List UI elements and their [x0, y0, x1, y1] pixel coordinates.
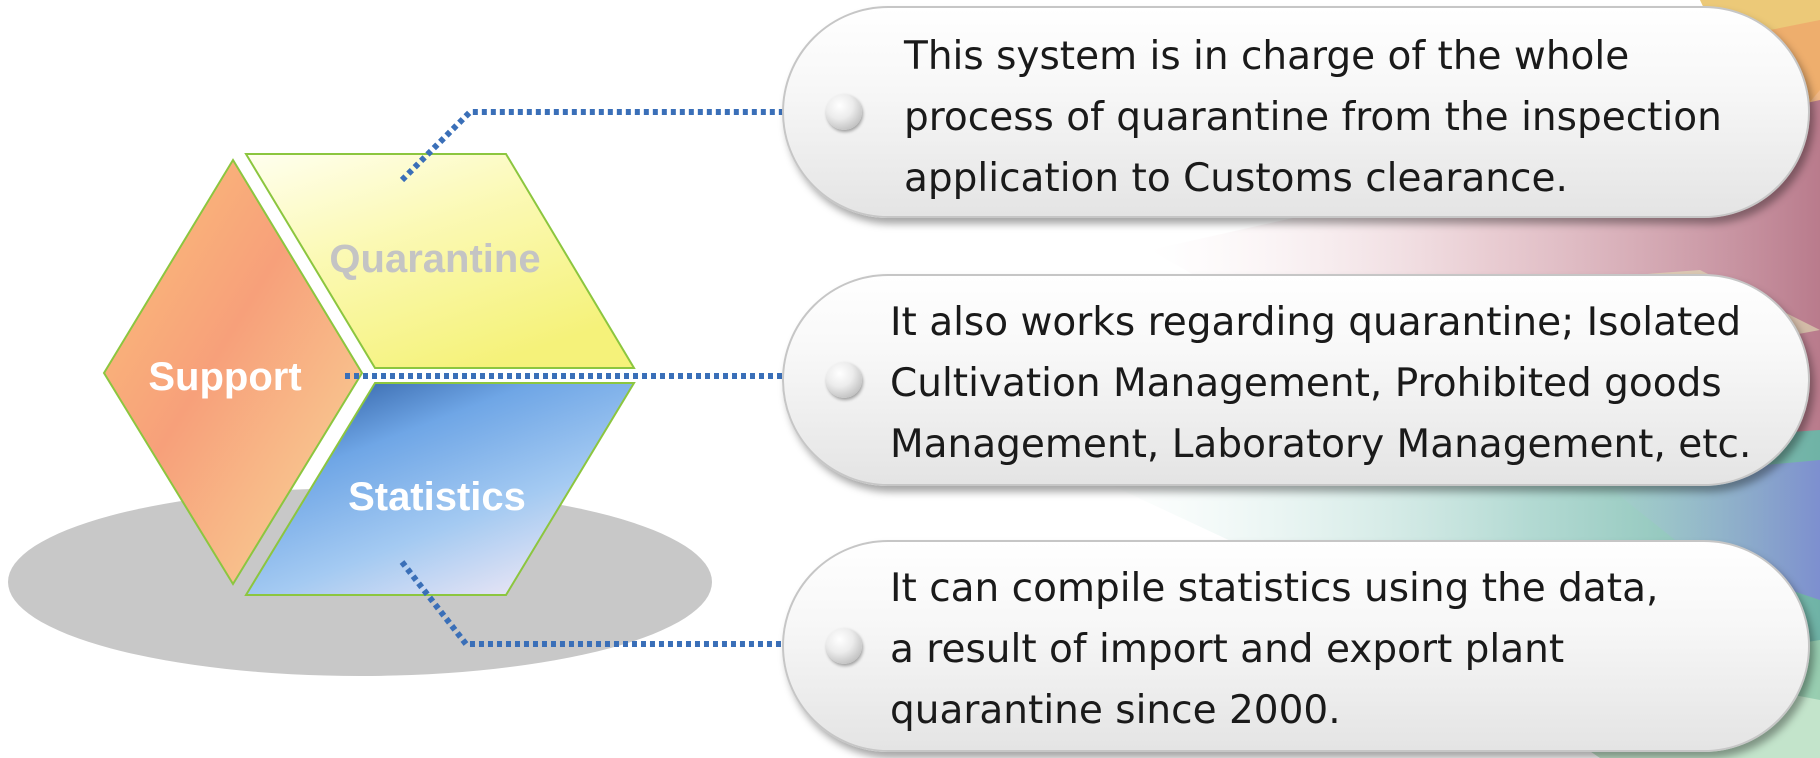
callout-support-text: It also works regarding quarantine; Isol… — [890, 292, 1751, 475]
callout-support-line-3: Management, Laboratory Management, etc. — [890, 422, 1752, 467]
callout-statistics-text: It can compile statistics using the data… — [890, 558, 1658, 741]
support-label: Support — [148, 355, 301, 399]
support-face — [102, 158, 364, 586]
callout-quarantine: This system is in charge of the whole pr… — [782, 6, 1810, 218]
callout-support-line-2: Cultivation Management, Prohibited goods — [890, 361, 1722, 406]
callout-statistics-line-3: quarantine since 2000. — [890, 688, 1341, 733]
callout-quarantine-text: This system is in charge of the whole pr… — [904, 26, 1722, 209]
quarantine-face — [244, 153, 636, 369]
callout-quarantine-line-1: This system is in charge of the whole — [904, 34, 1630, 79]
callout-statistics: It can compile statistics using the data… — [782, 540, 1810, 752]
callout-bullet-icon — [826, 94, 862, 130]
callout-support-line-1: It also works regarding quarantine; Isol… — [890, 300, 1742, 345]
callout-statistics-line-2: a result of import and export plant — [890, 627, 1565, 672]
quarantine-label: Quarantine — [329, 237, 540, 281]
callout-quarantine-line-3: application to Customs clearance. — [904, 156, 1568, 201]
statistics-label: Statistics — [348, 475, 526, 519]
callout-bullet-icon — [826, 362, 862, 398]
callout-bullet-icon — [826, 628, 862, 664]
callout-support: It also works regarding quarantine; Isol… — [782, 274, 1810, 486]
callout-statistics-line-1: It can compile statistics using the data… — [890, 566, 1659, 611]
callout-quarantine-line-2: process of quarantine from the inspectio… — [904, 95, 1722, 140]
statistics-face — [244, 382, 636, 596]
